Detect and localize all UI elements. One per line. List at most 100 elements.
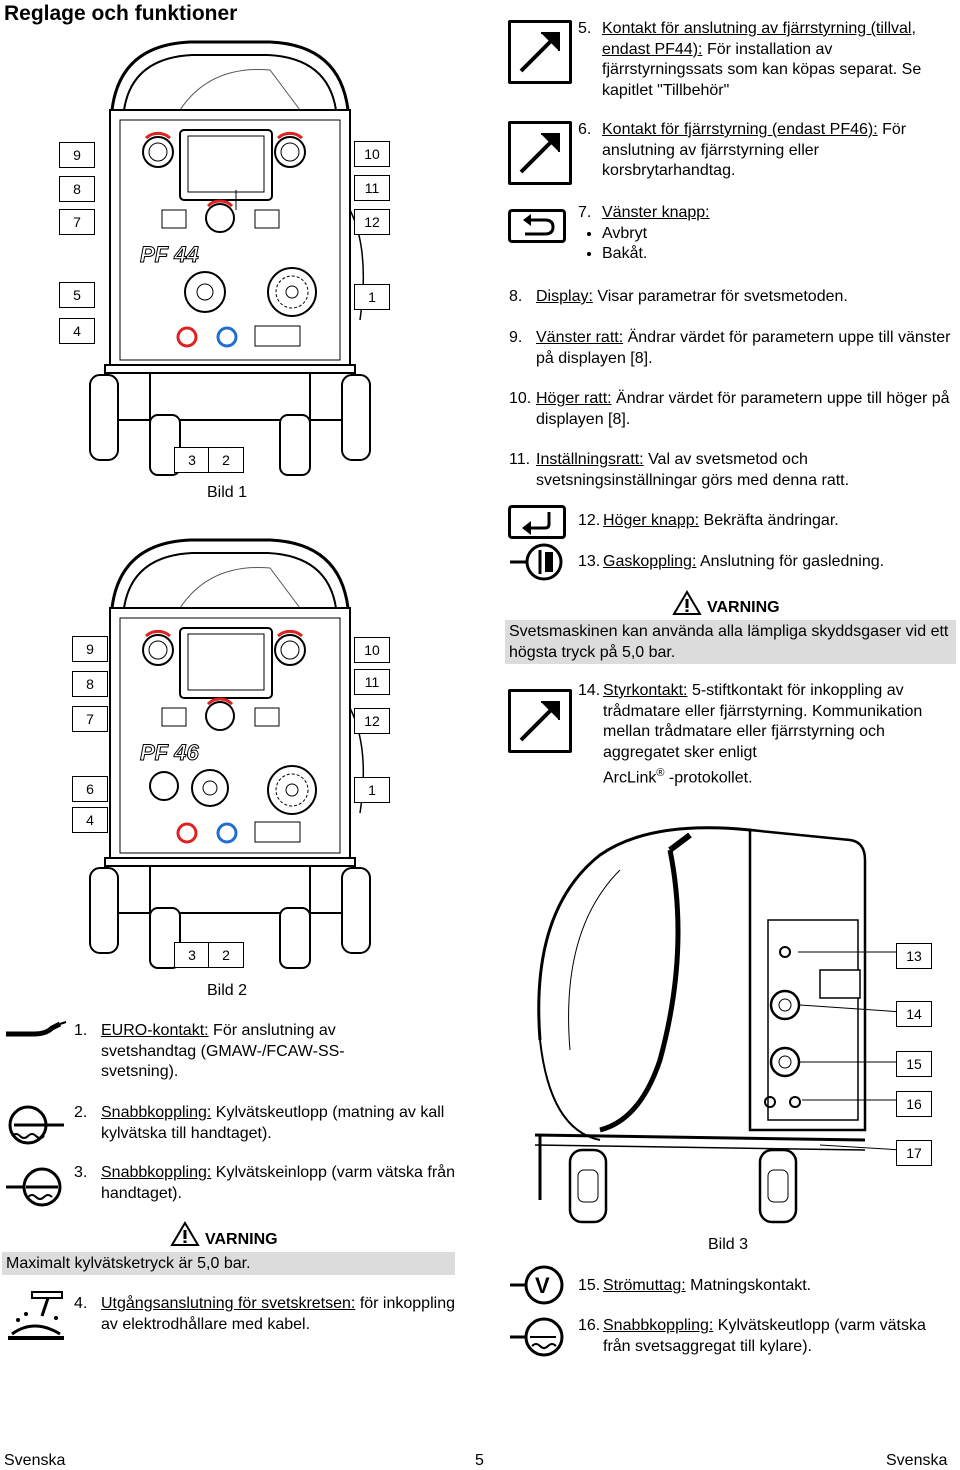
bild2-callout-7: 7 [72, 706, 108, 732]
bild1-callout-8: 8 [59, 176, 95, 202]
enter-arrow-icon [508, 505, 566, 539]
bild2-callout-2: 2 [208, 942, 244, 968]
item-4: 4.Utgångsanslutning för svetskretsen: fö… [74, 1294, 460, 1335]
item-number: 6. [578, 121, 592, 138]
bild2-callout-4: 4 [72, 807, 108, 833]
item-number: 16. [578, 1317, 601, 1334]
gas-coupling-icon [510, 543, 563, 581]
page-number: 5 [475, 1452, 484, 1469]
coolant-outlet-icon [8, 1105, 64, 1145]
warning-heading: VARNING [707, 599, 780, 616]
item-text: Ändrar värdet för parametern uppe till v… [536, 329, 951, 367]
item-text: För installation av fjärrstyrningssats s… [602, 40, 922, 99]
item-13: 13.Gaskoppling: Anslutning för gaslednin… [578, 552, 956, 573]
item-text: Matningskontakt. [690, 1277, 812, 1294]
item-text: Kylvätskeinlopp (varm vätska från handta… [101, 1164, 455, 1202]
item-label: Display: [536, 288, 593, 305]
coolant-inlet-icon [6, 1167, 62, 1207]
bild2-callout-8: 8 [72, 671, 108, 697]
item-3: 3.Snabbkoppling: Kylvätskeinlopp (varm v… [74, 1163, 460, 1204]
item-9: 9.Vänster ratt: Ändrar värdet för parame… [509, 328, 956, 369]
item-11: 11.Inställningsratt: Val av svetsmetod o… [509, 450, 956, 491]
item-label: Snabbkoppling: [603, 1317, 714, 1334]
bild2-callout-3: 3 [174, 942, 210, 968]
bild1-callout-1: 1 [354, 284, 390, 310]
item-label: Vänster ratt: [536, 329, 624, 346]
item-text: Anslutning för gasledning. [699, 553, 885, 570]
bild1-callout-2: 2 [208, 447, 244, 473]
item-label: Höger ratt: [536, 390, 612, 407]
item-label: EURO-kontakt: [101, 1022, 209, 1039]
bild3-callout-14: 14 [896, 1001, 932, 1027]
arclink-tail: -protokollet. [668, 769, 753, 787]
item-label: Kontakt för anslutning av fjärrstyrning … [602, 20, 916, 58]
warning-icon [170, 1221, 200, 1246]
item-text: Kylvätskeutlopp (matning av kall kylväts… [101, 1104, 445, 1142]
bild1-callout-7: 7 [59, 209, 95, 235]
bild1-callout-10: 10 [354, 141, 390, 167]
warning-heading: VARNING [205, 1231, 278, 1248]
svg-text:V: V [535, 1273, 550, 1298]
item-2: 2.Snabbkoppling: Kylvätskeutlopp (matnin… [74, 1103, 460, 1144]
item-label: Höger knapp: [603, 512, 700, 529]
bild3-callout-16: 16 [896, 1091, 932, 1117]
item-label: Styrkontakt: [603, 682, 688, 699]
item-label: Gaskoppling: [603, 553, 697, 570]
torch-icon [6, 1021, 67, 1037]
item-label: Vänster knapp: [602, 204, 710, 221]
item-number: 7. [578, 204, 592, 221]
list-item: Avbryt [602, 224, 710, 245]
warning-text: Svetsmaskinen kan använda alla lämpliga … [505, 620, 956, 664]
item-15: 15.Strömuttag: Matningskontakt. [578, 1276, 956, 1297]
item-text: Val av svetsmetod och svetsningsinställn… [536, 451, 850, 489]
item-text: För anslutning av svetshandtag (GMAW-/FC… [101, 1022, 345, 1080]
bild3-callout-13: 13 [896, 943, 932, 969]
bild2-wire-feeder-drawing: PF 46 [89, 538, 371, 969]
arclink-reg: ® [656, 767, 665, 779]
bild2-callout-1: 1 [354, 777, 390, 803]
bild2-callout-10: 10 [354, 637, 390, 663]
item-8: 8.Display: Visar parametrar för svetsmet… [509, 287, 956, 308]
item-number: 8. [509, 288, 523, 305]
footer-language-left: Svenska [4, 1452, 66, 1469]
item-text: Kylvätskeutlopp (varm vätska från svetsa… [603, 1317, 926, 1355]
warning-text: Maximalt kylvätsketryck är 5,0 bar. [2, 1252, 455, 1275]
item-number: 14. [578, 682, 601, 699]
item-text: Bekräfta ändringar. [703, 512, 839, 529]
item-number: 15. [578, 1277, 601, 1294]
item-1: 1.EURO-kontakt: För anslutning av svetsh… [74, 1021, 374, 1083]
item-16: 16.Snabbkoppling: Kylvätskeutlopp (varm … [578, 1316, 956, 1357]
item-7: 7. Vänster knapp: Avbryt Bakåt. [578, 203, 956, 265]
electrode-holder-icon [8, 1291, 64, 1340]
item-10: 10.Höger ratt: Ändrar värdet för paramet… [509, 389, 956, 430]
bild1-caption: Bild 1 [207, 484, 248, 501]
bild1-callout-5: 5 [59, 282, 95, 308]
remote-connector-icon [508, 121, 572, 185]
list-item: Bakåt. [602, 244, 710, 265]
bild2-callout-11: 11 [354, 669, 390, 695]
coolant-coupling-icon [510, 1317, 564, 1357]
bild1-callout-4: 4 [59, 318, 95, 344]
svg-text:PF 44: PF 44 [140, 242, 199, 267]
control-connector-icon [508, 689, 572, 753]
item-number: 4. [74, 1295, 88, 1312]
item-number: 2. [74, 1104, 88, 1121]
voltage-icon: V [510, 1265, 564, 1305]
warning-icon [672, 590, 702, 615]
bild3-callout-15: 15 [896, 1051, 932, 1077]
footer-language-right: Svenska [886, 1452, 948, 1469]
bild1-callout-3: 3 [174, 447, 210, 473]
bild1-callout-11: 11 [354, 175, 390, 201]
item-number: 5. [578, 20, 592, 37]
bild2-callout-12: 12 [354, 708, 390, 734]
bild2-caption: Bild 2 [207, 982, 248, 999]
item-text: 5-stiftkontakt för inkoppling av trådmat… [603, 682, 923, 761]
item-number: 13. [578, 553, 601, 570]
arclink-name: ArcLink [603, 769, 657, 787]
item-number: 11. [509, 451, 531, 468]
page-title: Reglage och funktioner [4, 2, 238, 25]
item-text: Ändrar värdet för parametern uppe till h… [536, 390, 950, 428]
svg-text:PF 46: PF 46 [140, 740, 199, 765]
item-5: 5. Kontakt för anslutning av fjärrstyrnin… [578, 19, 956, 101]
bild1-wire-feeder-drawing: PF 44 [89, 40, 371, 476]
